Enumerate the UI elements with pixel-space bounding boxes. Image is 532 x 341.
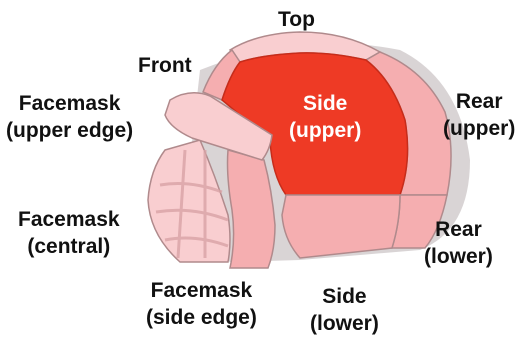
label-top: Top <box>278 6 315 33</box>
zone-side-lower <box>282 195 400 258</box>
label-front-text: Front <box>138 52 192 79</box>
label-rear-upper-line2: (upper) <box>443 115 515 142</box>
label-top-text: Top <box>278 6 315 33</box>
label-side-lower: Side (lower) <box>310 283 379 337</box>
label-facemask-upper-line2: (upper edge) <box>6 117 133 144</box>
label-facemask-side-line1: Facemask <box>146 277 257 304</box>
label-front: Front <box>138 52 192 79</box>
label-side-upper-line2: (upper) <box>289 117 361 144</box>
label-side-lower-line1: Side <box>310 283 379 310</box>
label-side-lower-line2: (lower) <box>310 310 379 337</box>
label-rear-lower: Rear (lower) <box>424 216 493 270</box>
label-side-upper: Side (upper) <box>289 90 361 144</box>
label-rear-upper-line1: Rear <box>443 88 515 115</box>
label-rear-lower-line1: Rear <box>424 216 493 243</box>
label-facemask-side-line2: (side edge) <box>146 304 257 331</box>
label-facemask-central: Facemask (central) <box>18 206 120 260</box>
label-facemask-side: Facemask (side edge) <box>146 277 257 331</box>
label-facemask-central-line1: Facemask <box>18 206 120 233</box>
label-facemask-upper: Facemask (upper edge) <box>6 90 133 144</box>
label-rear-upper: Rear (upper) <box>443 88 515 142</box>
label-facemask-central-line2: (central) <box>18 233 120 260</box>
label-rear-lower-line2: (lower) <box>424 243 493 270</box>
label-side-upper-line1: Side <box>289 90 361 117</box>
label-facemask-upper-line1: Facemask <box>6 90 133 117</box>
